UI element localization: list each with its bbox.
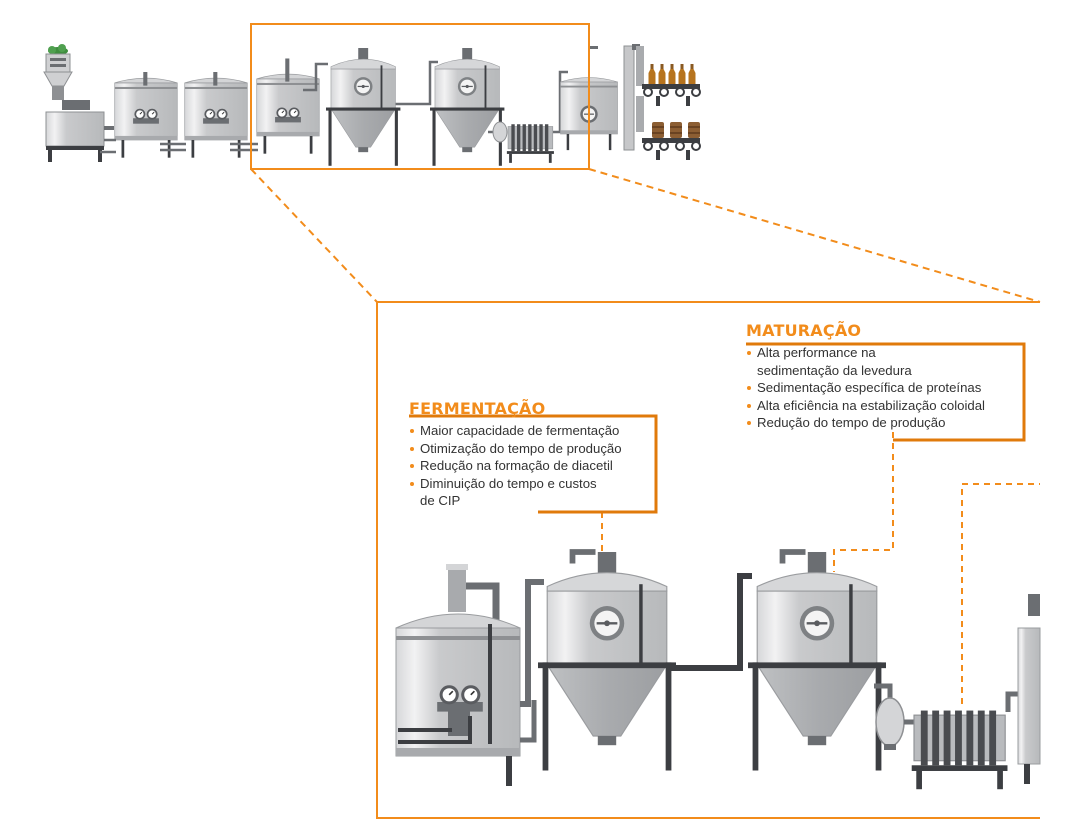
list-item: de CIP: [420, 493, 461, 508]
tank-icon: [395, 564, 521, 786]
fermentacao-list: Maior capacidade de fermentação Otimizaç…: [409, 422, 622, 510]
conveyor-icon: [642, 84, 701, 106]
maturacao-callout: MATURAÇÃO Alta performance na sedimentaç…: [746, 321, 985, 432]
fermentacao-callout: FERMENTAÇÃO Maior capacidade de fermenta…: [409, 399, 622, 510]
conical-fermenter-icon: [429, 47, 506, 167]
tank-icon: [114, 72, 178, 159]
keg-icon: [652, 122, 700, 138]
callout-leaders: [601, 432, 1040, 704]
brewery-process-line-icon: [43, 44, 701, 167]
tank-icon: [1017, 594, 1041, 784]
list-item: Otimização do tempo de produção: [409, 440, 622, 458]
conical-fermenter-icon: [325, 47, 402, 167]
list-item: Diminuição do tempo e custos: [409, 475, 622, 493]
list-item: Alta performance na: [746, 344, 985, 362]
conical-fermenter-icon: [536, 549, 678, 772]
mill-icon: [43, 44, 114, 162]
list-item: Maior capacidade de fermentação: [409, 422, 622, 440]
zoom-connector-lines: [250, 168, 1041, 303]
plate-filter-icon: [911, 709, 1009, 790]
callout-brackets: [409, 342, 1026, 514]
conveyor-icon: [642, 138, 701, 160]
sight-glass-icon: [874, 683, 905, 750]
filling-line-icon: [590, 44, 701, 160]
zoom-panel: [376, 301, 1040, 819]
tank-icon: [256, 58, 320, 155]
plate-filter-icon: [506, 123, 555, 164]
list-item: Redução na formação de diacetil: [409, 457, 622, 475]
selection-box: [250, 23, 590, 170]
maturacao-title: MATURAÇÃO: [746, 321, 862, 340]
fermentacao-title: FERMENTAÇÃO: [409, 399, 546, 418]
zoomed-equipment: [395, 342, 1041, 790]
maturacao-list: Alta performance na sedimentação da leve…: [746, 344, 985, 432]
list-item: sedimentação da levedura: [757, 362, 912, 378]
bottle-icon: [648, 64, 696, 84]
list-item: Alta eficiência na estabilização coloida…: [746, 397, 985, 415]
list-item: Sedimentação específica de proteínas: [746, 379, 985, 397]
tank-icon: [184, 72, 248, 159]
list-item: Redução do tempo de produção: [746, 414, 985, 432]
conical-fermenter-icon: [746, 549, 888, 772]
